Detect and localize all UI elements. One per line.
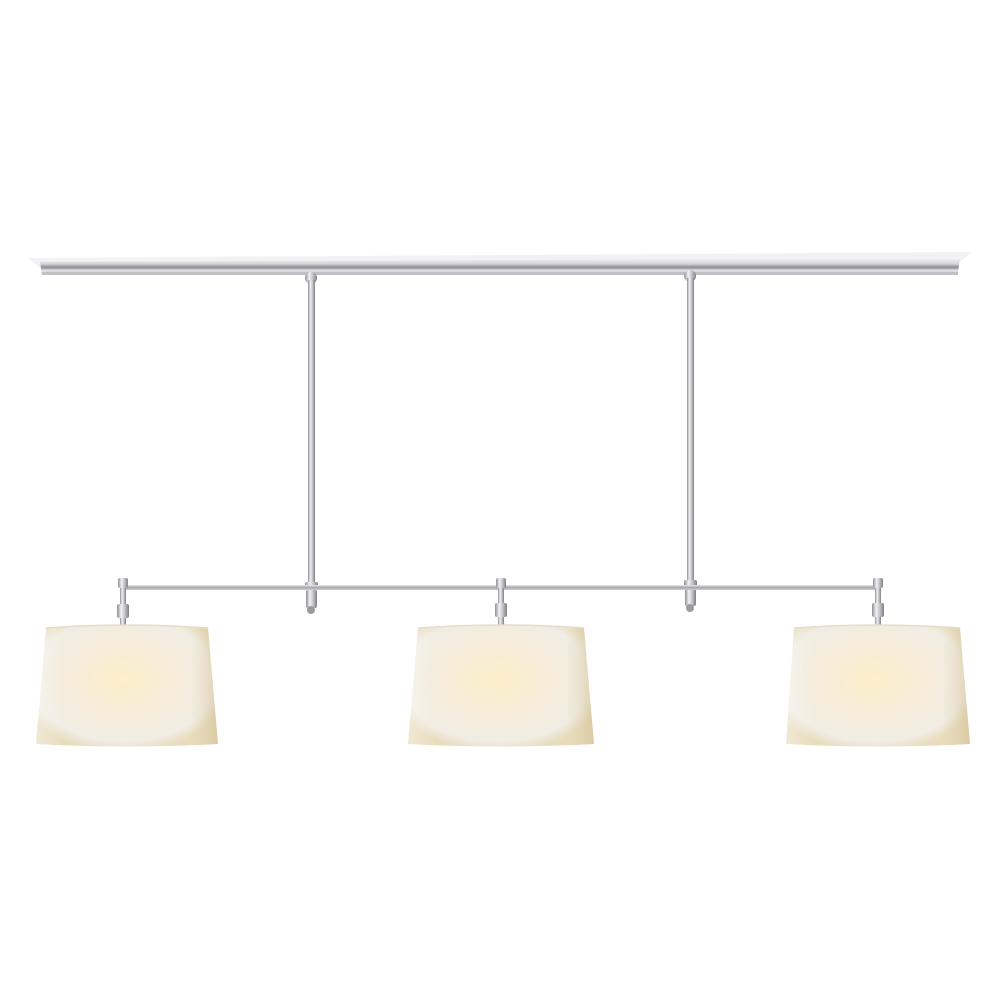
lamp-shade-center [408, 624, 594, 747]
ceiling-canopy [28, 252, 972, 275]
lamp-shade-left [36, 624, 218, 747]
shade-post-left [117, 578, 129, 628]
shade-post-right [872, 578, 884, 628]
shade-post-center [495, 578, 507, 628]
lamp-shade-right [786, 624, 970, 747]
support-rod-left [305, 272, 318, 614]
support-rod-right [684, 270, 697, 612]
